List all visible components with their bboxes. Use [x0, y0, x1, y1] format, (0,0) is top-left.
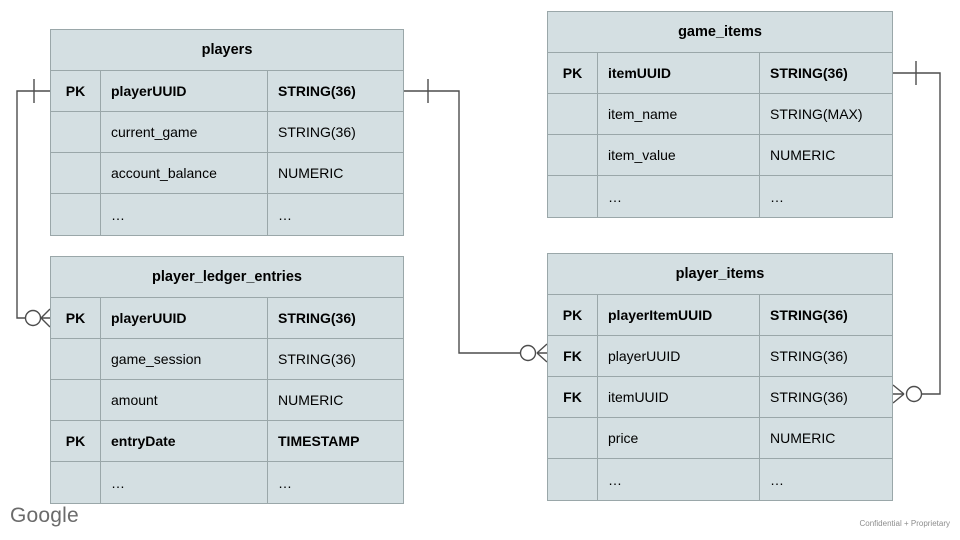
row-key-badge: [548, 135, 598, 175]
row-field-name: item_value: [598, 135, 760, 175]
entity-row[interactable]: … …: [51, 462, 403, 503]
row-field-type: TIMESTAMP: [278, 433, 360, 449]
row-field-name: account_balance: [101, 153, 268, 193]
row-field-name: itemUUID: [598, 377, 760, 417]
row-field-type: STRING(36): [278, 83, 356, 99]
row-key-badge: PK: [548, 295, 598, 335]
row-field-type: …: [770, 471, 784, 488]
entity-row[interactable]: game_session STRING(36): [51, 339, 403, 380]
row-field-type: STRING(36): [278, 351, 356, 367]
row-field-name: current_game: [101, 112, 268, 152]
row-field-type: …: [278, 474, 292, 491]
relationship-line: [404, 90, 520, 354]
entity-row[interactable]: FK itemUUID STRING(36): [548, 377, 892, 418]
row-field-name: entryDate: [101, 421, 268, 461]
entity-row[interactable]: PK playerUUID STRING(36): [51, 298, 403, 339]
cardinality-zero-circle: [519, 344, 537, 362]
row-key-badge: [51, 380, 101, 420]
row-key-badge: [51, 153, 101, 193]
row-field-type: NUMERIC: [278, 165, 344, 181]
entity-row[interactable]: item_value NUMERIC: [548, 135, 892, 176]
entity-player-ledger-entries[interactable]: player_ledger_entries PK playerUUID STRI…: [50, 256, 404, 504]
cardinality-zero-circle: [905, 385, 923, 403]
entity-title: game_items: [548, 12, 892, 53]
cardinality-many-crowsfoot: [536, 343, 548, 363]
entity-row[interactable]: price NUMERIC: [548, 418, 892, 459]
row-key-badge: FK: [548, 377, 598, 417]
entity-player-items[interactable]: player_items PK playerItemUUID STRING(36…: [547, 253, 893, 501]
row-key-badge: [51, 194, 101, 235]
entity-row[interactable]: current_game STRING(36): [51, 112, 403, 153]
entity-row[interactable]: PK itemUUID STRING(36): [548, 53, 892, 94]
row-field-name: playerUUID: [598, 336, 760, 376]
entity-title: player_ledger_entries: [51, 257, 403, 298]
row-field-type: STRING(36): [770, 348, 848, 364]
row-key-badge: [548, 418, 598, 458]
entity-game-items[interactable]: game_items PK itemUUID STRING(36) item_n…: [547, 11, 893, 218]
row-key-badge: [548, 459, 598, 500]
row-key-badge: PK: [51, 71, 101, 111]
row-key-badge: [548, 94, 598, 134]
row-field-type: …: [278, 206, 292, 223]
cardinality-zero-circle: [24, 309, 42, 327]
row-key-badge: PK: [51, 298, 101, 338]
row-field-type: STRING(36): [770, 307, 848, 323]
row-key-badge: [51, 462, 101, 503]
row-key-badge: PK: [548, 53, 598, 93]
entity-title: players: [51, 30, 403, 71]
row-field-type: STRING(36): [278, 124, 356, 140]
row-field-type: STRING(MAX): [770, 106, 863, 122]
entity-row[interactable]: PK playerUUID STRING(36): [51, 71, 403, 112]
row-key-badge: PK: [51, 421, 101, 461]
row-field-name: …: [101, 194, 268, 235]
row-field-name: itemUUID: [598, 53, 760, 93]
confidentiality-note: Confidential + Proprietary: [859, 519, 951, 528]
row-key-badge: FK: [548, 336, 598, 376]
row-key-badge: [548, 176, 598, 217]
entity-row[interactable]: PK entryDate TIMESTAMP: [51, 421, 403, 462]
entity-row[interactable]: FK playerUUID STRING(36): [548, 336, 892, 377]
relationship-game-items-to-player-items: [892, 61, 941, 404]
row-key-badge: [51, 112, 101, 152]
row-field-type: NUMERIC: [770, 430, 836, 446]
relationship-players-to-player-items: [404, 79, 548, 363]
cardinality-many-crowsfoot: [40, 308, 51, 328]
entity-row[interactable]: … …: [548, 459, 892, 500]
entity-row[interactable]: … …: [51, 194, 403, 235]
entity-title: player_items: [548, 254, 892, 295]
cardinality-many-crowsfoot: [892, 384, 905, 404]
row-field-name: price: [598, 418, 760, 458]
row-field-name: item_name: [598, 94, 760, 134]
entity-players[interactable]: players PK playerUUID STRING(36) current…: [50, 29, 404, 236]
entity-row[interactable]: PK playerItemUUID STRING(36): [548, 295, 892, 336]
row-field-type: STRING(36): [770, 389, 848, 405]
row-field-name: playerUUID: [101, 298, 268, 338]
entity-row[interactable]: item_name STRING(MAX): [548, 94, 892, 135]
google-logo: Google: [10, 504, 79, 527]
relationship-line: [893, 72, 941, 395]
row-field-type: NUMERIC: [278, 392, 344, 408]
row-key-badge: [51, 339, 101, 379]
row-field-name: …: [598, 176, 760, 217]
entity-row[interactable]: … …: [548, 176, 892, 217]
row-field-name: amount: [101, 380, 268, 420]
entity-row[interactable]: amount NUMERIC: [51, 380, 403, 421]
row-field-type: STRING(36): [770, 65, 848, 81]
entity-row[interactable]: account_balance NUMERIC: [51, 153, 403, 194]
row-field-type: …: [770, 188, 784, 205]
relationship-line: [16, 90, 50, 319]
row-field-name: playerItemUUID: [598, 295, 760, 335]
row-field-type: NUMERIC: [770, 147, 836, 163]
row-field-name: game_session: [101, 339, 268, 379]
row-field-name: playerUUID: [101, 71, 268, 111]
row-field-type: STRING(36): [278, 310, 356, 326]
relationship-players-to-ledger: [16, 79, 51, 328]
row-field-name: …: [598, 459, 760, 500]
row-field-name: …: [101, 462, 268, 503]
